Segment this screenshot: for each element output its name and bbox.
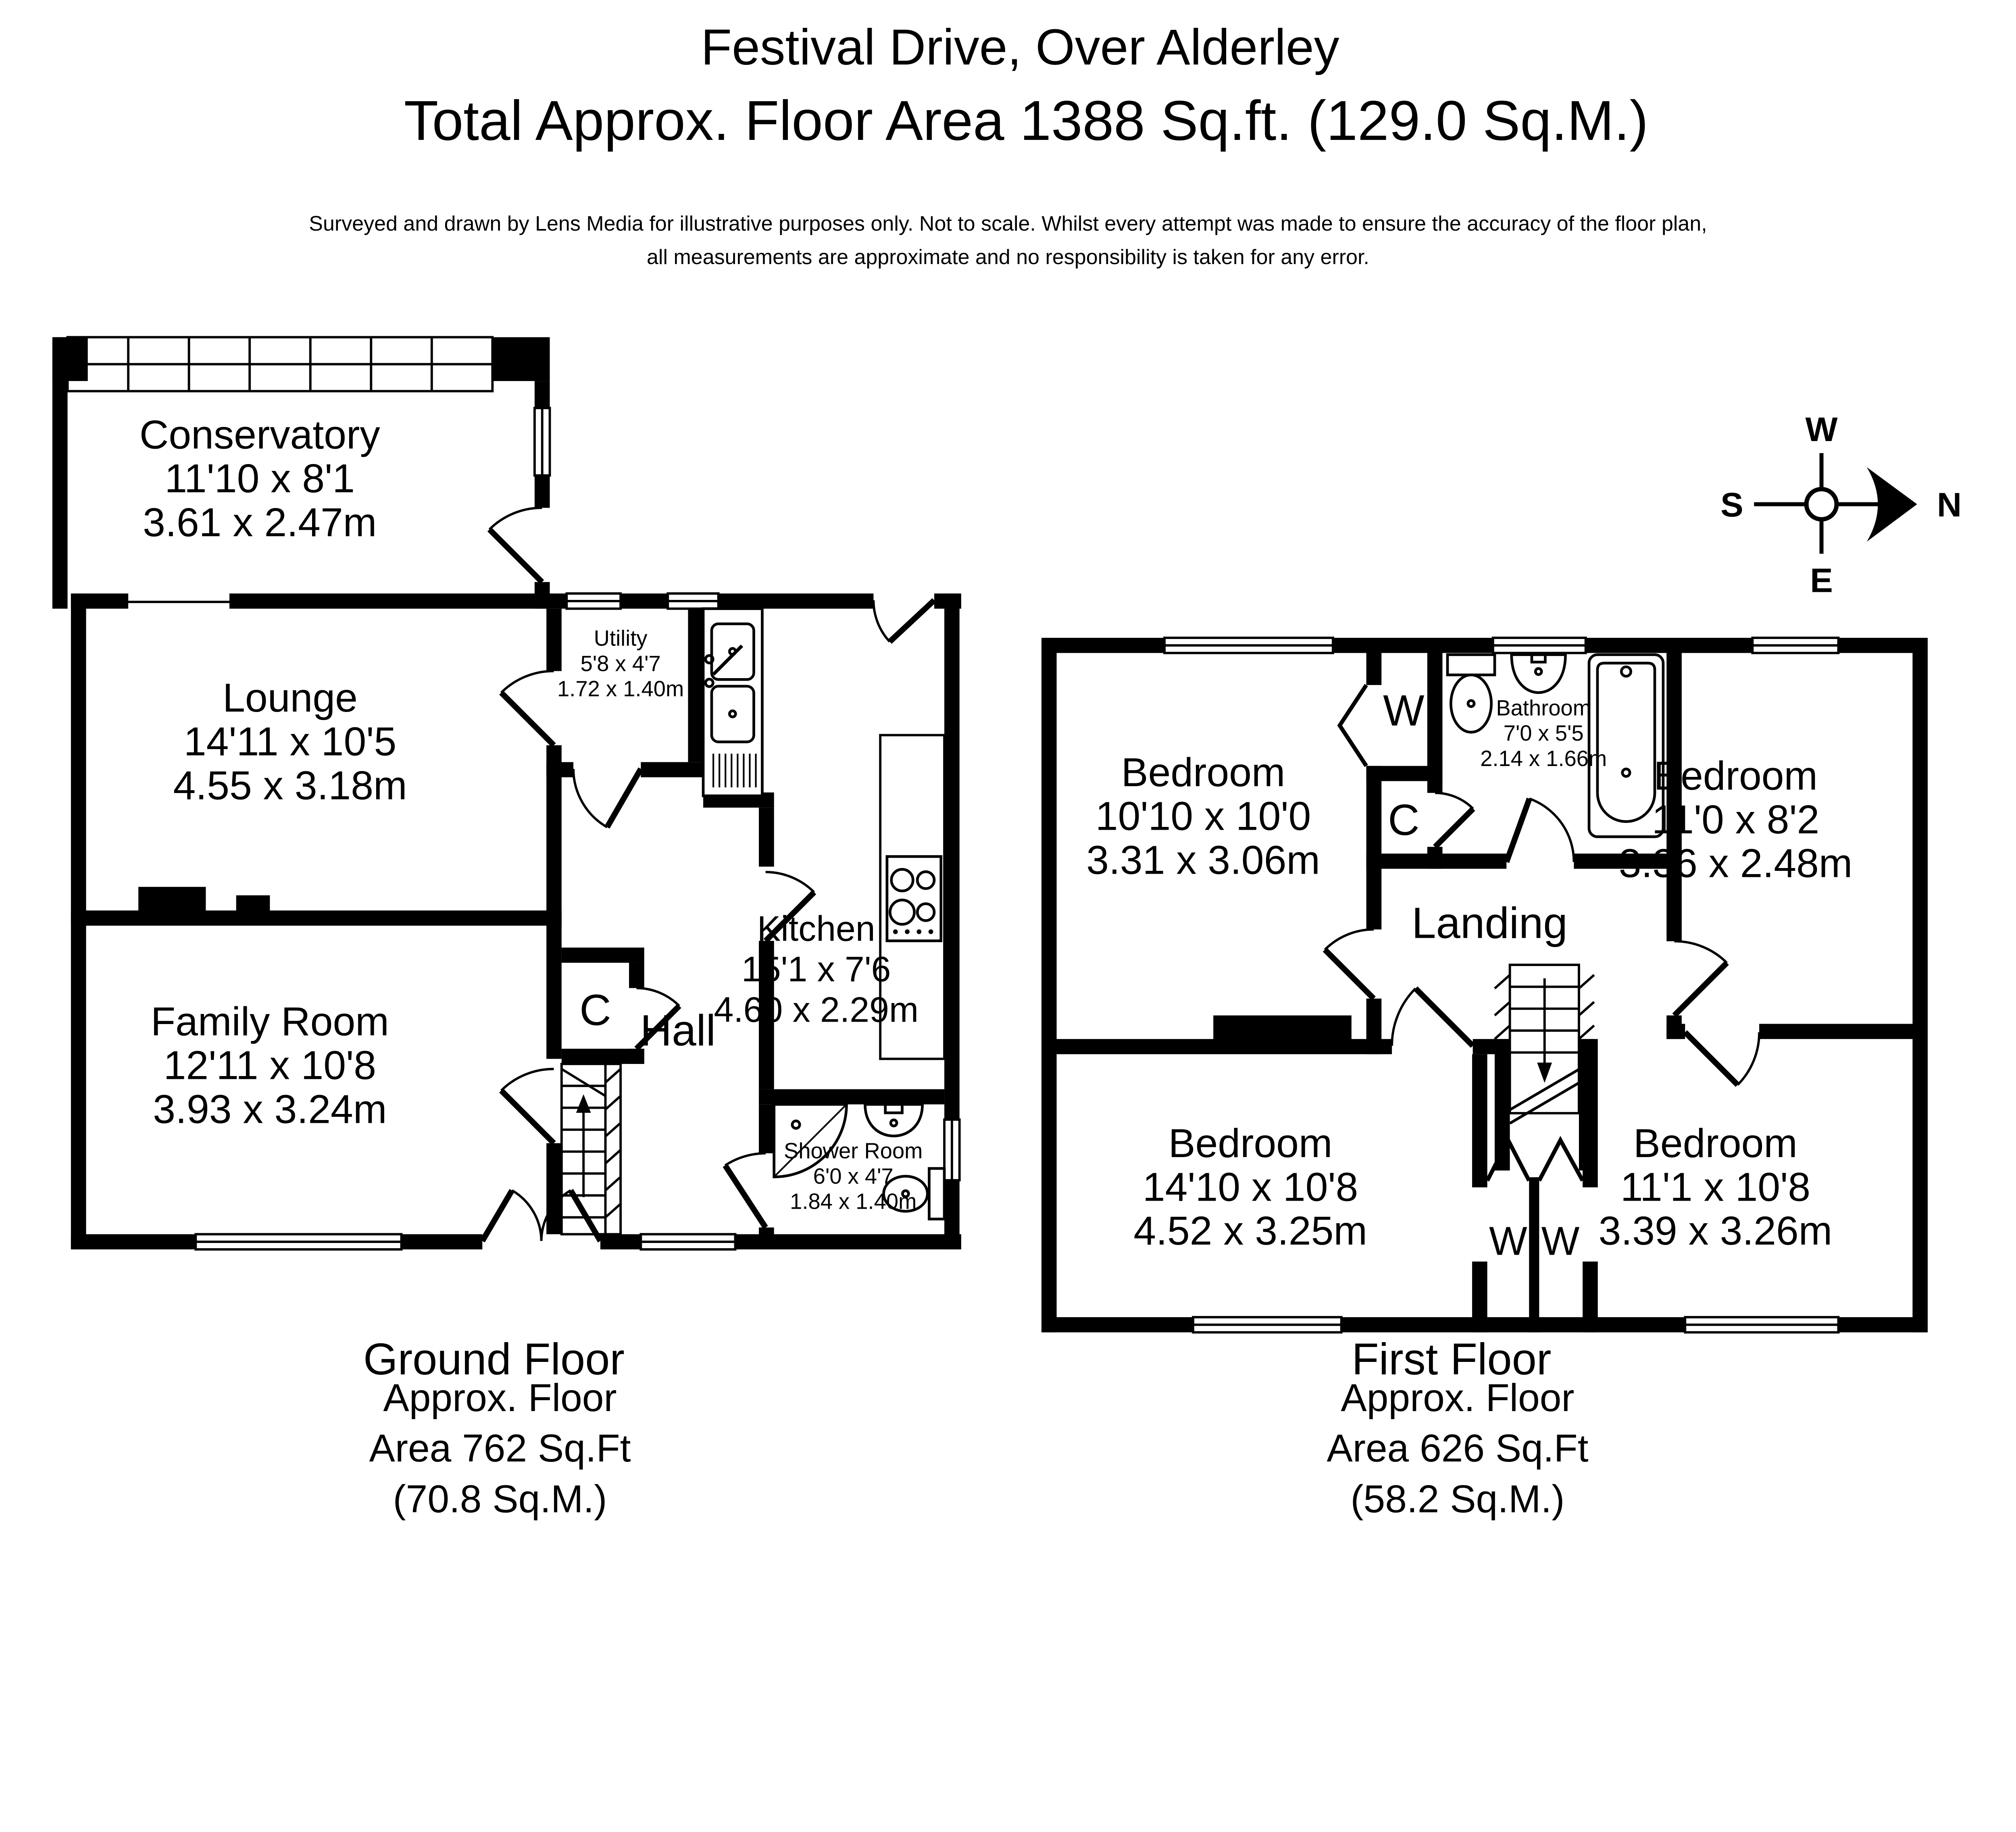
bedroom-tr-label: Bedroom — [1654, 753, 1818, 798]
bedroom-bl-label: Bedroom — [1168, 1120, 1333, 1166]
ground-walls — [52, 337, 961, 1250]
utility-label: Utility — [594, 626, 648, 651]
basin-fixture — [1510, 653, 1567, 694]
disclaimer-line-2: all measurements are approximate and no … — [647, 246, 1369, 269]
conservatory-metric: 3.61 x 2.47m — [143, 500, 377, 545]
bedroom-tl-label: Bedroom — [1121, 750, 1285, 795]
toilet-fixture — [882, 1167, 946, 1221]
bath-fixture — [1588, 653, 1665, 838]
first-walls — [1041, 637, 1928, 1332]
page-subtitle: Total Approx. Floor Area 1388 Sq.ft. (12… — [404, 89, 1649, 152]
utility-metric: 1.72 x 1.40m — [557, 677, 684, 702]
shower-room-label: Shower Room — [784, 1139, 923, 1164]
family-room-metric: 3.93 x 3.24m — [153, 1087, 387, 1132]
ground-windows — [194, 592, 961, 1251]
bedroom-tr-imperial: 11'0 x 8'2 — [1652, 797, 1820, 842]
compass-rose-icon: W E S N — [1720, 410, 1962, 599]
wardrobe-right-label: W — [1541, 1218, 1580, 1264]
kitchen-label: Kitchen — [757, 909, 875, 949]
conservatory-label: Conservatory — [139, 412, 380, 458]
floorplan-page: Festival Drive, Over Alderley Total Appr… — [52, 18, 1962, 1524]
bathroom-metric: 2.14 x 1.66m — [1481, 746, 1607, 770]
family-room-label: Family Room — [150, 999, 389, 1044]
hob-fixture — [885, 855, 942, 943]
ground-area-line2: Area 762 Sq.Ft — [369, 1427, 631, 1470]
bedroom-br-label: Bedroom — [1634, 1120, 1798, 1166]
ground-floor-plan: Conservatory 11'10 x 8'1 3.61 x 2.47m Lo… — [52, 336, 961, 1251]
first-area-line3: (58.2 Sq.M.) — [1350, 1477, 1565, 1521]
first-windows — [1163, 636, 1840, 1334]
first-cupboard-label: C — [1388, 796, 1420, 845]
ground-cupboard-label: C — [579, 986, 611, 1035]
first-floor-plan: Bedroom 10'10 x 10'0 3.31 x 3.06m Bedroo… — [1041, 636, 1928, 1334]
shower-room-imperial: 6'0 x 4'7 — [813, 1164, 893, 1189]
utility-imperial: 5'8 x 4'7 — [580, 652, 660, 676]
bedroom-tr-metric: 3.36 x 2.48m — [1619, 841, 1853, 886]
bedroom-tl-metric: 3.31 x 3.06m — [1087, 837, 1320, 883]
lounge-label: Lounge — [223, 675, 358, 720]
ground-doors — [479, 507, 936, 1243]
first-floor-area: Approx. Floor Area 626 Sq.Ft (58.2 Sq.M.… — [1327, 1373, 1588, 1524]
page-title: Festival Drive, Over Alderley — [701, 18, 1339, 75]
ground-area-line3: (70.8 Sq.M.) — [393, 1477, 607, 1521]
first-area-line1: Approx. Floor — [1341, 1376, 1574, 1420]
family-room-imperial: 12'11 x 10'8 — [163, 1043, 376, 1088]
first-area-line2: Area 626 Sq.Ft — [1327, 1427, 1589, 1470]
lounge-metric: 4.55 x 3.18m — [173, 763, 407, 808]
kitchen-metric: 4.60 x 2.29m — [714, 990, 918, 1030]
north-arrow-icon — [1866, 467, 1917, 542]
landing-label: Landing — [1412, 899, 1568, 947]
stairs-up — [560, 1063, 622, 1236]
toilet-fixture — [1446, 653, 1496, 734]
bedroom-tl-imperial: 10'10 x 10'0 — [1095, 793, 1311, 839]
bedroom-br-metric: 3.39 x 3.26m — [1599, 1208, 1833, 1253]
bathroom-label: Bathroom — [1496, 695, 1591, 720]
wardrobe-top-label: W — [1383, 686, 1425, 735]
lounge-imperial: 14'11 x 10'5 — [183, 719, 396, 764]
first-doors — [1323, 683, 1761, 1182]
ground-floor-area: Approx. Floor Area 762 Sq.Ft (70.8 Sq.M.… — [369, 1373, 631, 1524]
hall-label: Hall — [640, 1006, 715, 1055]
compass-north-label: N — [1937, 485, 1962, 524]
sink-fixture — [702, 607, 764, 797]
basin-fixture — [863, 1103, 924, 1138]
conservatory-glazing — [66, 336, 551, 604]
kitchen-imperial: 15'1 x 7'6 — [741, 949, 891, 989]
bathroom-imperial: 7'0 x 5'5 — [1504, 721, 1584, 745]
shower-fixture — [772, 1103, 848, 1178]
compass-west-label: W — [1806, 410, 1838, 448]
stairs-down — [1494, 963, 1595, 1124]
kitchen-counter — [879, 734, 946, 1060]
compass-east-label: E — [1810, 561, 1833, 599]
bedroom-bl-metric: 4.52 x 3.25m — [1134, 1208, 1368, 1253]
shower-room-metric: 1.84 x 1.40m — [790, 1189, 916, 1214]
bedroom-br-imperial: 11'1 x 10'8 — [1620, 1164, 1810, 1210]
conservatory-imperial: 11'10 x 8'1 — [165, 456, 355, 502]
ground-floor-caption: Ground Floor — [363, 1334, 625, 1384]
ground-area-line1: Approx. Floor — [383, 1376, 617, 1420]
bedroom-bl-imperial: 14'10 x 10'8 — [1143, 1164, 1358, 1210]
disclaimer-line-1: Surveyed and drawn by Lens Media for ill… — [309, 212, 1707, 235]
first-floor-caption: First Floor — [1352, 1334, 1552, 1384]
compass-south-label: S — [1720, 485, 1743, 524]
wardrobe-left-label: W — [1489, 1218, 1528, 1264]
